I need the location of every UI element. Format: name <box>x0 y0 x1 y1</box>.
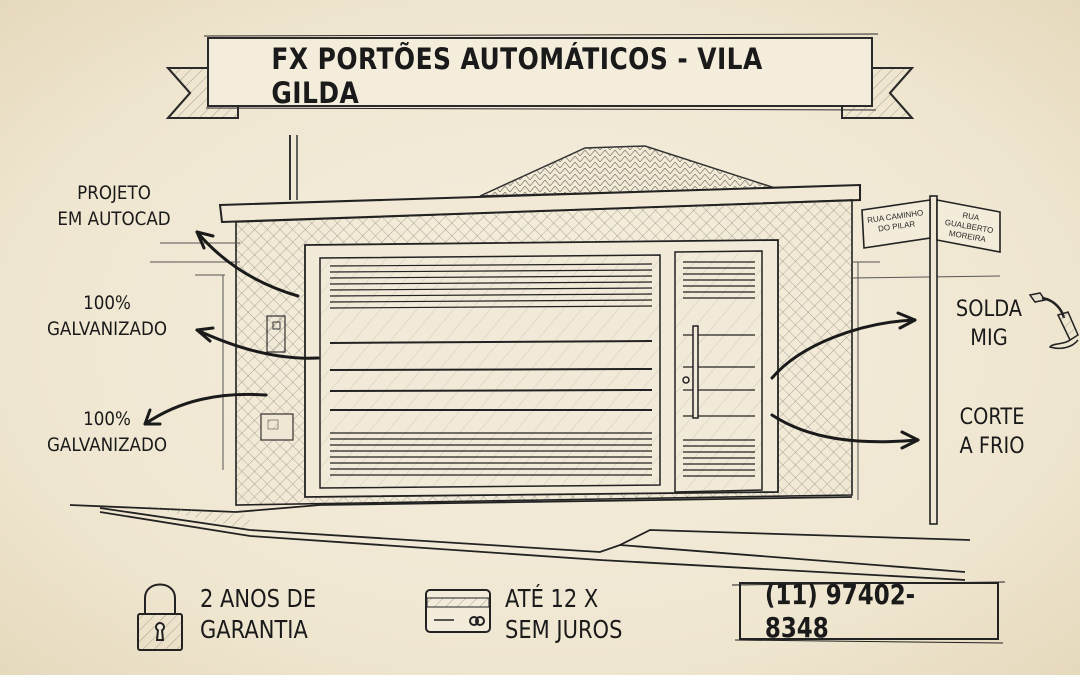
callout-arrows <box>143 230 920 450</box>
callout-line2: MIG <box>970 326 1008 351</box>
phone-box-border <box>731 581 1006 644</box>
ribbon-banner <box>165 33 915 119</box>
callout-projeto-autocad: PROJETO EM AUTOCAD <box>44 180 185 232</box>
banner-title: FX PORTÕES AUTOMÁTICOS - VILA GILDA <box>271 42 763 110</box>
callout-line1: PROJETO <box>77 182 151 204</box>
phone-number: (11) 97402-8348 <box>764 578 916 644</box>
credit-card-icon <box>425 589 491 633</box>
callout-line2: GALVANIZADO <box>46 434 168 456</box>
feature-line1: ATÉ 12 X <box>505 584 599 613</box>
feature-installments: ATÉ 12 X SEM JUROS <box>505 583 622 645</box>
pedestrian-door <box>674 250 763 493</box>
garage-gate <box>319 254 661 489</box>
contact-phone[interactable]: (11) 97402-8348 <box>742 578 996 644</box>
callout-line1: CORTE <box>959 405 1025 430</box>
feature-warranty: 2 ANOS DE GARANTIA <box>200 583 316 645</box>
callout-galvanizado-2: 100% GALVANIZADO <box>34 406 180 458</box>
street-sign-post <box>861 195 1001 525</box>
callout-corte-frio: CORTE A FRIO <box>950 403 1034 461</box>
welding-torch-icon <box>1028 292 1079 350</box>
feature-line2: SEM JUROS <box>505 615 623 644</box>
callout-galvanizado-1: 100% GALVANIZADO <box>34 290 180 342</box>
callout-line2: GALVANIZADO <box>46 318 168 340</box>
callout-line1: 100% <box>83 408 131 430</box>
padlock-icon <box>137 583 183 651</box>
feature-line1: 2 ANOS DE <box>200 584 317 613</box>
callout-solda-mig: SOLDA MIG <box>949 295 1028 353</box>
callout-line1: SOLDA <box>955 297 1023 322</box>
callout-line2: EM AUTOCAD <box>57 208 171 230</box>
callout-line1: 100% <box>83 292 131 314</box>
feature-line2: GARANTIA <box>200 615 308 644</box>
callout-line2: A FRIO <box>959 434 1025 459</box>
